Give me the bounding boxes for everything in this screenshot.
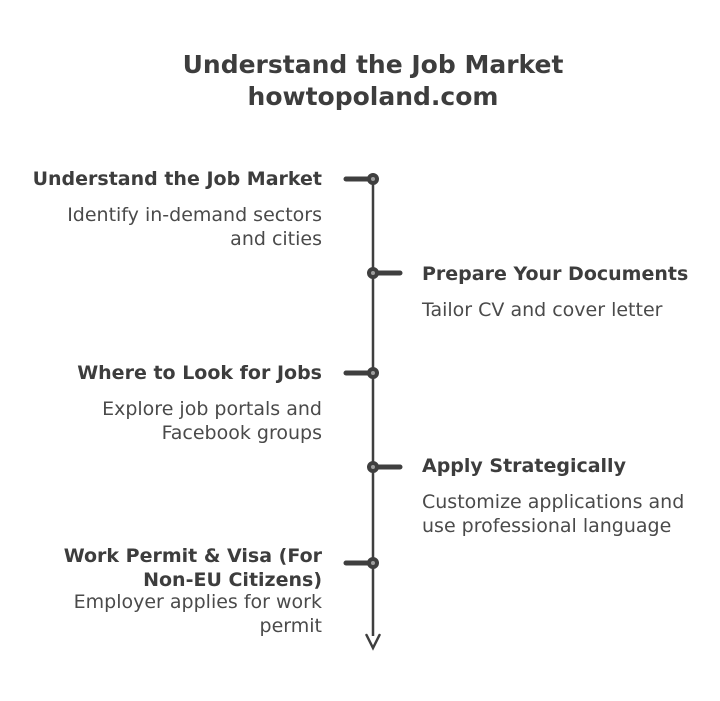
timeline-arrowhead-icon [365,633,381,651]
timeline-dot [367,267,379,279]
timeline-dot [367,557,379,569]
diagram-subtitle: howtopoland.com [247,82,499,111]
entry-title: Understand the Job Market [32,168,322,190]
entry-description: Customize applications and use professio… [422,491,685,537]
entry-title: Prepare Your Documents [422,263,689,285]
entry-description: Identify in-demand sectors and cities [67,204,322,250]
diagram-title: Understand the Job Market [182,50,564,79]
timeline-dot [367,367,379,379]
timeline-entry-apply-strategically: Apply Strategically Customize applicatio… [422,454,684,538]
entry-description: Tailor CV and cover letter [422,299,663,321]
entry-description: Employer applies for work permit [73,591,322,637]
entry-title: Apply Strategically [422,455,626,477]
timeline-dot [367,173,379,185]
entry-description: Explore job portals and Facebook groups [102,398,322,444]
timeline-entry-where-to-look: Where to Look for Jobs Explore job porta… [77,361,322,445]
entry-title: Work Permit & Visa (For Non-EU Citizens) [63,545,322,591]
diagram-header: Understand the Job Market howtopoland.co… [183,49,564,113]
timeline-entry-work-permit-visa: Work Permit & Visa (For Non-EU Citizens)… [64,544,322,638]
timeline-dot [367,461,379,473]
timeline-entry-understand-job-market: Understand the Job Market Identify in-de… [33,167,322,251]
entry-title: Where to Look for Jobs [77,362,322,384]
timeline-entry-prepare-documents: Prepare Your Documents Tailor CV and cov… [422,262,688,322]
